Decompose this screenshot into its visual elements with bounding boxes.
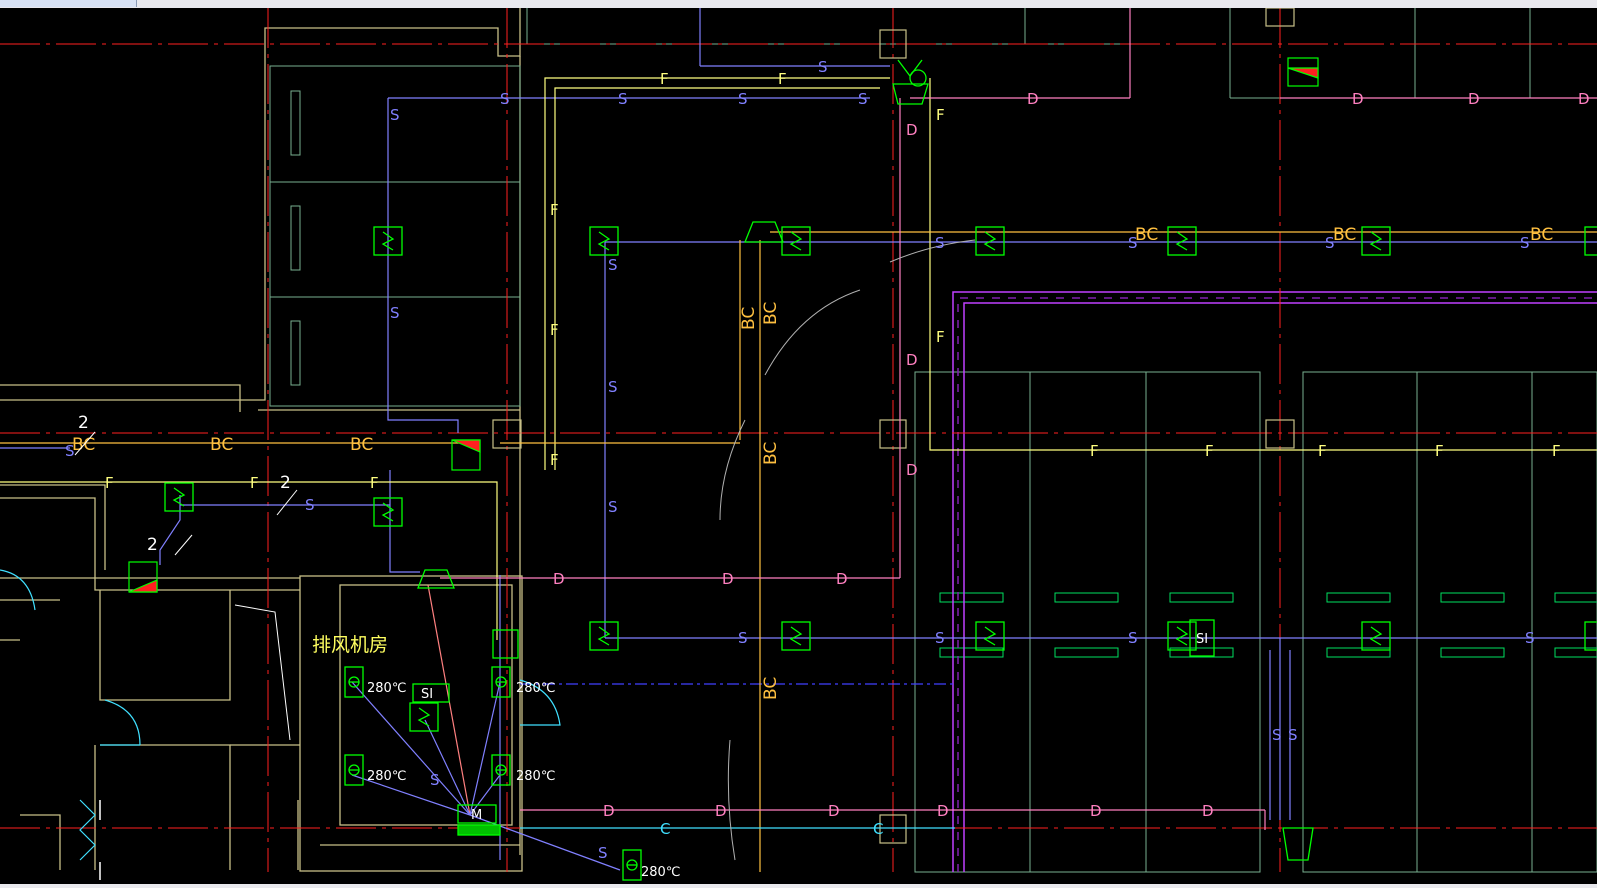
label-c: C [873,820,883,838]
label-s: S [818,58,828,76]
label-s: S [390,106,400,124]
fire-rated-wall [952,291,1597,872]
label-f: F [1205,442,1214,460]
label-f: F [550,451,559,469]
label-d: D [828,802,840,820]
label-s: S [1128,629,1138,647]
label-s: S [935,234,945,252]
door-swings [234,239,976,861]
label-s: S [608,378,618,396]
temp-label: 280℃ [367,769,406,784]
label-s: S [500,90,510,108]
label-f: F [778,70,787,88]
temp-label: 280℃ [367,681,406,696]
temp-label: 280℃ [641,865,680,880]
chilled-line [0,569,955,861]
label-d: D [1202,802,1214,820]
condensate-pipe [0,231,1597,872]
label-d: D [1090,802,1102,820]
fan-coil-units [164,59,1597,881]
label-s: S [390,304,400,322]
label-s: S [608,256,618,274]
label-breaker: 2 [78,413,89,433]
label-bc: BC [1530,225,1553,245]
fresh-air-duct [0,77,1597,640]
label-d: D [553,570,565,588]
label-breaker: 2 [147,535,158,555]
exhaust-valves [128,57,1319,593]
label-s: S [935,629,945,647]
label-bc: BC [350,435,373,455]
column-markers [492,8,1295,844]
label-f: F [370,474,379,492]
label-d: D [722,570,734,588]
status-strip [0,884,1597,888]
label-f: F [105,474,114,492]
label-d: D [1352,90,1364,108]
label-f: F [1090,442,1099,460]
label-s: S [1325,234,1335,252]
label-s: S [598,844,608,862]
label-d: D [906,351,918,369]
label-d: D [1468,90,1480,108]
label-s: S [608,498,618,516]
label-d: D [1578,90,1590,108]
label-s: S [738,90,748,108]
label-d: D [906,121,918,139]
drawing-tab[interactable] [0,0,137,7]
label-f: F [550,321,559,339]
cad-drawing-canvas[interactable]: S S S S S S S S S S S S S S S S S S S S … [0,8,1597,884]
label-breaker: 2 [280,473,291,493]
walls [0,8,523,872]
label-s: S [738,629,748,647]
label-bc: BC [761,302,781,325]
breaker-marks [74,431,298,556]
return-duct [440,8,1597,830]
label-f: F [1552,442,1561,460]
label-bc: BC [210,435,233,455]
label-s: S [1288,726,1298,744]
motor-label: M [471,808,482,823]
label-d: D [1027,90,1039,108]
label-s: S [1128,234,1138,252]
label-c: C [660,820,670,838]
label-s: S [618,90,628,108]
label-bc: BC [739,307,759,330]
label-s: S [305,496,315,514]
label-s: S [858,90,868,108]
label-d: D [937,802,949,820]
label-bc: BC [761,442,781,465]
label-f: F [1435,442,1444,460]
room-name-label: 排风机房 [312,634,388,656]
label-bc: BC [761,677,781,700]
label-f: F [660,70,669,88]
label-f: F [550,201,559,219]
label-s: S [1525,629,1535,647]
label-f: F [250,474,259,492]
label-s: S [1272,726,1282,744]
label-d: D [715,802,727,820]
temp-label: 280℃ [516,681,555,696]
label-d: D [836,570,848,588]
label-s: S [430,771,440,789]
label-s: S [1520,234,1530,252]
duct-labels: S S S S S S S S S S S S S S S S S S S S … [65,58,1590,880]
silencer-label: SI [421,687,433,702]
temp-label: 280℃ [516,769,555,784]
room-partitions [269,8,1597,873]
label-f: F [936,328,945,346]
label-s: S [65,442,75,460]
label-bc: BC [1135,225,1158,245]
label-f: F [936,106,945,124]
label-d: D [906,461,918,479]
silencer-label: SI [1196,632,1208,647]
label-d: D [603,802,615,820]
label-f: F [1318,442,1327,460]
label-bc: BC [1333,225,1356,245]
